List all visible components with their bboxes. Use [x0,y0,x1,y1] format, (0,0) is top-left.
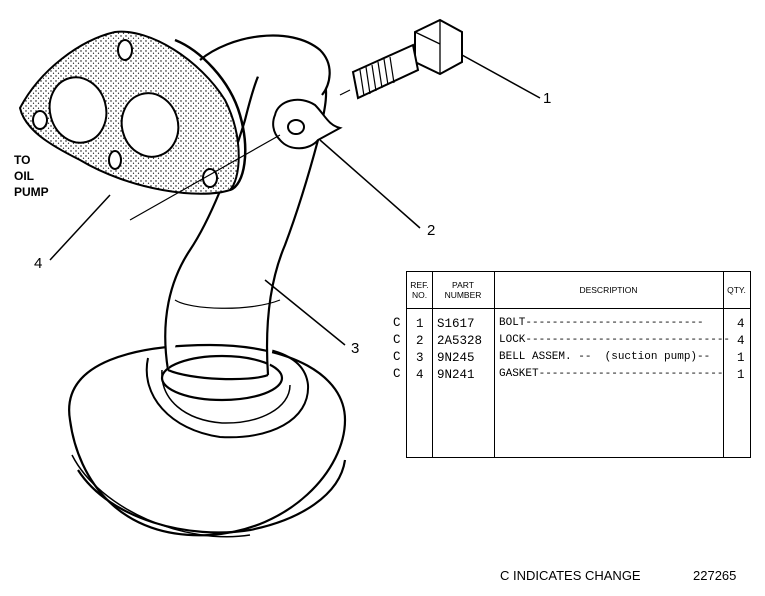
parts-table: REF. NO. PART NUMBER DESCRIPTION QTY. 1 … [406,271,751,458]
pump-label-line-2: OIL [14,169,34,183]
header-part-number: PART NUMBER [432,272,494,308]
callout-3: 3 [351,340,360,357]
flange-gasket [18,30,247,195]
row-part-number: S1617 [437,317,475,331]
row-qty: 4 [737,334,745,348]
row-ref: 1 [416,317,424,331]
header-ref-line-1: REF. [410,280,429,290]
header-qty-text: QTY. [727,285,746,295]
table-header [407,272,750,309]
pump-label-line-1: TO [14,153,31,167]
row-ref: 2 [416,334,424,348]
header-description-text: DESCRIPTION [579,285,638,295]
suction-bell [68,343,347,538]
row-qty: 1 [737,351,745,365]
header-ref-no: REF. NO. [407,272,432,308]
change-mark-3: C [393,350,401,364]
change-legend: C INDICATES CHANGE [500,568,641,583]
callout-1: 1 [543,90,552,107]
column-divider [494,272,495,457]
header-description: DESCRIPTION [494,272,723,308]
drawing-number: 227265 [693,568,737,583]
row-ref: 3 [416,351,424,365]
row-part-number: 9N245 [437,351,475,365]
callout-4: 4 [34,255,43,272]
table-row: 3 9N245 BELL ASSEM. -- (suction pump)-- … [407,350,750,367]
row-description: LOCK------------------------------- [499,334,731,346]
column-divider [723,272,724,457]
table-row: 4 9N241 GASKET--------------------------… [407,367,750,384]
row-qty: 4 [737,317,745,331]
bolt [351,18,463,100]
change-mark-1: C [393,316,401,330]
change-mark-2: C [393,333,401,347]
leader-lines [49,54,541,346]
row-description: GASKET---------------------------- [499,368,724,380]
row-description: BOLT--------------------------- [499,317,704,329]
header-part-line-1: PART [452,280,474,290]
row-ref: 4 [416,368,424,382]
callout-2: 2 [427,222,436,239]
header-ref-line-2: NO. [411,290,428,300]
pump-label-line-3: PUMP [14,185,49,199]
header-part-line-2: NUMBER [444,290,482,300]
change-mark-4: C [393,367,401,381]
row-part-number: 2A5328 [437,334,483,348]
row-description: BELL ASSEM. -- (suction pump)-- [499,351,711,363]
row-part-number: 9N241 [437,368,475,382]
header-qty: QTY. [723,272,750,308]
lock-washer [272,98,343,150]
column-divider [432,272,433,457]
oil-pump-label: TO OIL PUMP [14,152,49,200]
table-row: 2 2A5328 LOCK---------------------------… [407,333,750,350]
table-row: 1 S1617 BOLT--------------------------- … [407,316,750,333]
row-qty: 1 [737,368,745,382]
